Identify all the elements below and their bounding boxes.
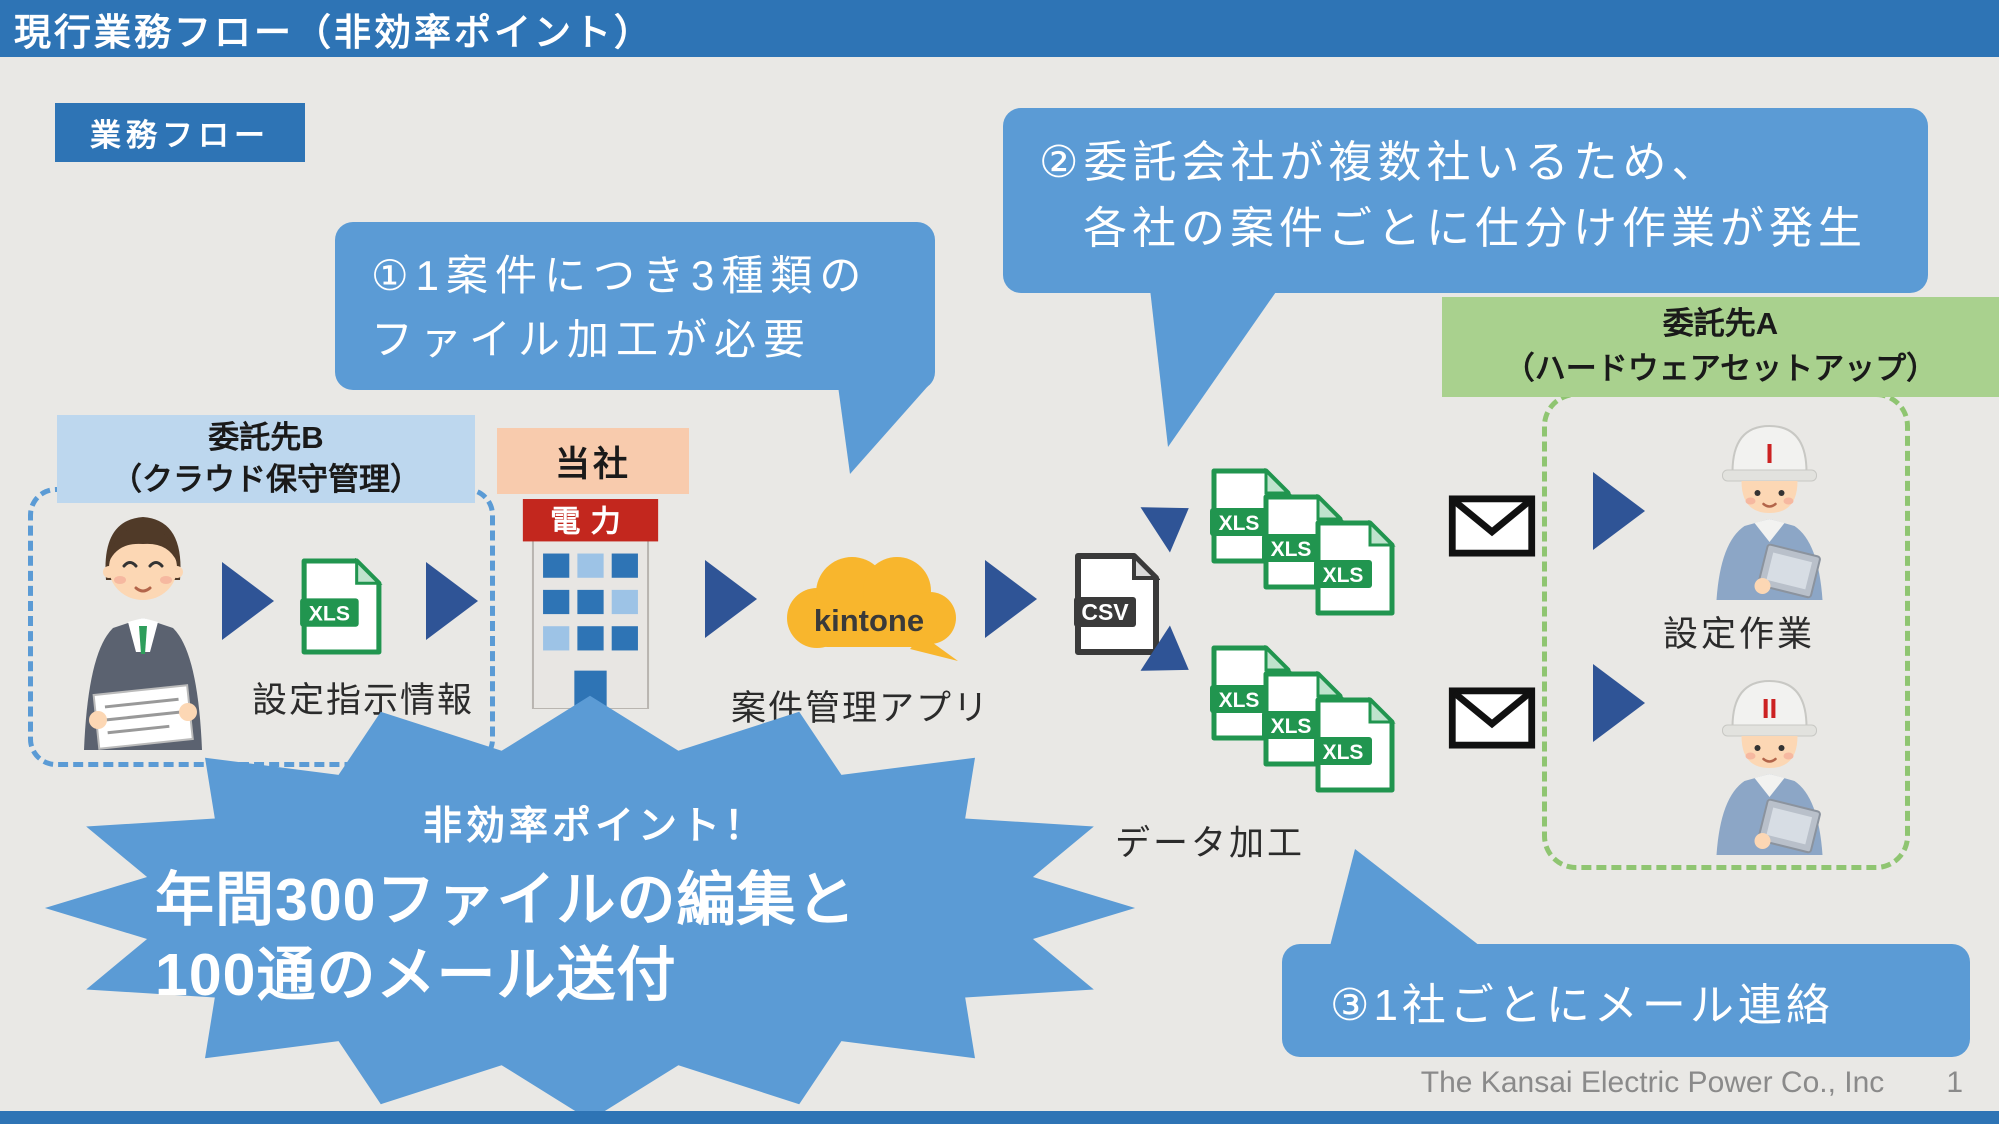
page-title-text: 現行業務フロー（非効率ポイント） — [14, 11, 654, 53]
burst-line2: 100通のメール送付 — [155, 941, 677, 1008]
setting-work-label: 設定作業 — [1663, 615, 1816, 654]
burst-line1: 年間300ファイルの編集と — [155, 867, 857, 933]
vendor-b-name: 委託先B — [208, 420, 324, 456]
callout-2: ②委託会社が複数社いるため、 各社の案件ごとに仕分け作業が発生 — [1003, 108, 1928, 293]
xls-file-label: XLS — [1271, 715, 1312, 738]
callout-3-text: ③1社ごとにメール連絡 — [1330, 980, 1834, 1030]
callout-3: ③1社ごとにメール連絡 — [1282, 944, 1970, 1057]
split-arrow-up — [1140, 485, 1204, 553]
callout-1-line1: ①1案件につき3種類の — [371, 252, 869, 299]
email-icon-top — [1448, 495, 1536, 557]
vendor-a-name: 委託先A — [1662, 306, 1779, 342]
flow-arrow-3 — [705, 560, 757, 638]
worker-1-helmet-mark: I — [1766, 438, 1774, 469]
flow-arrow-6 — [1593, 664, 1645, 742]
csv-file-icon: CSV — [1074, 553, 1160, 655]
xls-file-icon: XLS — [300, 558, 383, 655]
inefficiency-burst — [44, 695, 1136, 1121]
inefficiency-burst-text: 非効率ポイント！ 年間300ファイルの編集と 100通のメール送付 — [155, 795, 1035, 1013]
office-worker-illustration — [84, 517, 202, 750]
footer: The Kansai Electric Power Co., Inc 1 — [1421, 1066, 1963, 1100]
callout-2-line2: 各社の案件ごとに仕分け作業が発生 — [1083, 204, 1867, 253]
vendor-b-label: 委託先B （クラウド保守管理） — [57, 415, 475, 503]
callout-1-tail — [838, 386, 928, 474]
burst-heading: 非効率ポイント！ — [422, 805, 767, 848]
xls-file-icon: XLS — [1314, 697, 1396, 793]
flow-arrow-1 — [222, 562, 274, 640]
callout-2-line1: ②委託会社が複数社いるため、 — [1039, 138, 1721, 187]
email-icon-bottom — [1448, 687, 1536, 749]
footer-company: The Kansai Electric Power Co., Inc — [1420, 1066, 1885, 1099]
csv-file-label: CSV — [1081, 599, 1129, 625]
callout-2-tail — [1150, 289, 1278, 447]
footer-page-number: 1 — [1946, 1066, 1963, 1099]
company-building-illustration: 電力 — [522, 499, 659, 709]
xls-file-label: XLS — [1271, 538, 1312, 561]
xls-file-stack-top: XLS XLS XLS — [1208, 468, 1418, 618]
vendor-a-label: 委託先A （ハードウェアセットアップ） — [1442, 297, 1999, 397]
vendor-a-subtitle: （ハードウェアセットアップ） — [1503, 351, 1938, 386]
building-sign-text: 電力 — [550, 504, 631, 538]
kintone-logo-text: kintone — [814, 603, 924, 638]
xls-file-stack-bottom: XLS XLS XLS — [1208, 645, 1418, 795]
page-title: 現行業務フロー（非効率ポイント） — [0, 0, 1999, 57]
xls-file-icon: XLS — [1314, 520, 1396, 616]
flow-badge-text: 業務フロー — [90, 118, 270, 153]
xls-file-icon: XLS — [1262, 671, 1344, 767]
flow-arrow-4 — [985, 560, 1037, 638]
flow-arrow-2 — [426, 562, 478, 640]
company-label: 当社 — [497, 428, 689, 494]
xls-file-label: XLS — [309, 603, 350, 626]
vendor-b-subtitle: （クラウド保守管理） — [111, 462, 421, 497]
xls-file-label: XLS — [1323, 741, 1364, 764]
callout-1: ①1案件につき3種類の ファイル加工が必要 — [335, 222, 935, 390]
data-processing-label: データ加工 — [1115, 824, 1306, 863]
field-worker-1-illustration: I — [1716, 424, 1823, 600]
xls-file-label: XLS — [1323, 564, 1364, 587]
flow-badge: 業務フロー — [55, 103, 305, 162]
callout-1-line2: ファイル加工が必要 — [371, 315, 813, 363]
flow-arrow-5 — [1593, 472, 1645, 550]
field-worker-2-illustration: II — [1716, 679, 1823, 855]
setting-instruction-label: 設定指示情報 — [252, 681, 475, 720]
xls-file-label: XLS — [1219, 689, 1260, 712]
company-name: 当社 — [554, 444, 631, 484]
kintone-cloud-icon: kintone — [787, 557, 958, 661]
worker-2-helmet-mark: II — [1762, 693, 1778, 724]
bottom-accent-bar — [0, 1111, 1999, 1124]
callout-3-tail — [1330, 849, 1480, 946]
xls-file-label: XLS — [1219, 512, 1260, 535]
